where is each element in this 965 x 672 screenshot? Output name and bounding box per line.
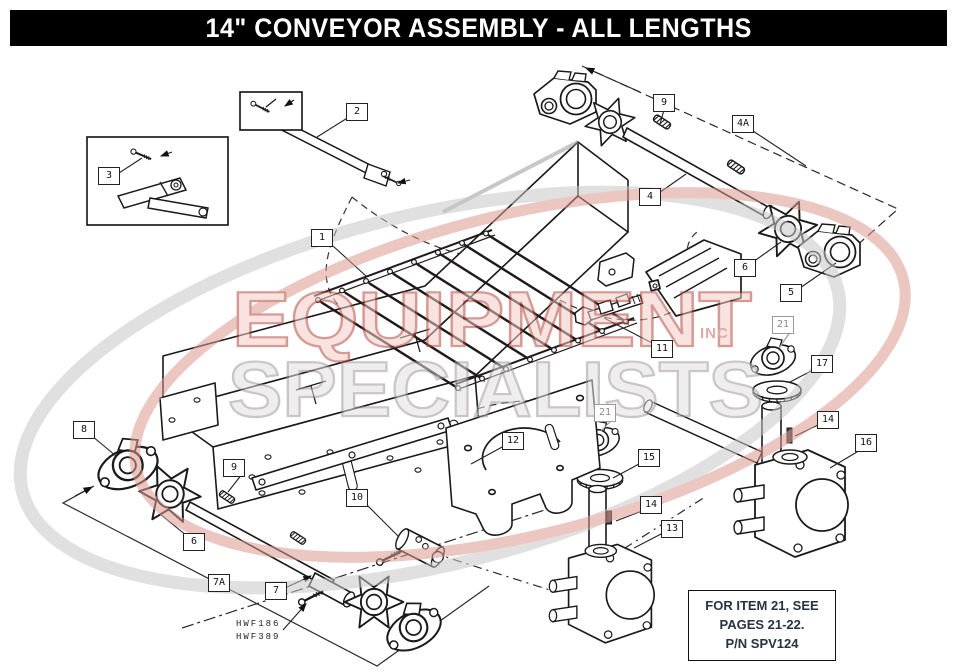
callout-21-22: 21 bbox=[772, 316, 794, 334]
pillow-bearing-upper bbox=[533, 70, 597, 125]
spring-pin-4a bbox=[725, 158, 747, 176]
part-number-hwf186: HWF186 bbox=[236, 619, 281, 629]
callout-9-12: 9 bbox=[223, 459, 245, 477]
callout-10-13: 10 bbox=[346, 489, 368, 507]
callout-2-1: 2 bbox=[346, 103, 368, 121]
note-line-3: P/N SPV124 bbox=[725, 635, 799, 651]
callout-4-3: 4 bbox=[639, 188, 661, 206]
callout-17-21: 17 bbox=[811, 355, 833, 373]
callout-16-20: 16 bbox=[855, 434, 877, 452]
callout-7a-9: 7A bbox=[208, 574, 230, 592]
mount-bracket-12 bbox=[251, 379, 601, 536]
flight-chain-assembly bbox=[313, 229, 638, 392]
bolt-assembly-item11 bbox=[574, 293, 644, 326]
page-title: 14" CONVEYOR ASSEMBLY - ALL LENGTHS bbox=[205, 12, 752, 43]
note-line-2: PAGES 21-22. bbox=[719, 617, 805, 633]
callout-11-14: 11 bbox=[651, 340, 673, 358]
gearbox-16 bbox=[733, 449, 849, 558]
callout-4a-4: 4A bbox=[732, 115, 754, 133]
callout-13-16: 13 bbox=[661, 520, 683, 538]
callout-6-7: 6 bbox=[183, 533, 205, 551]
gearbox-13 bbox=[548, 543, 655, 644]
callout-9-11: 9 bbox=[653, 94, 675, 112]
discharge-wedge bbox=[597, 239, 742, 317]
inset-detail-item2 bbox=[239, 91, 303, 131]
callout-7-8: 7 bbox=[265, 582, 287, 600]
callout-1-0: 1 bbox=[311, 229, 333, 247]
note-line-1: FOR ITEM 21, SEE bbox=[705, 598, 819, 614]
callout-14-18: 14 bbox=[640, 496, 662, 514]
spring-pin-7-mid bbox=[288, 530, 308, 546]
callout-21-23: 21 bbox=[594, 404, 616, 422]
watermark-oval-gray bbox=[13, 185, 847, 595]
callout-15-19: 15 bbox=[638, 449, 660, 467]
watermark-text-equipment: EQUIPMENT bbox=[232, 275, 752, 363]
watermark-text-specialists: SPECIALISTS bbox=[228, 345, 763, 433]
callout-14-17: 14 bbox=[817, 411, 839, 429]
watermark-text-inc: INC. bbox=[700, 325, 734, 342]
callout-8-10: 8 bbox=[73, 421, 95, 439]
part-number-labels: HWF186 HWF389 bbox=[236, 618, 280, 644]
callout-5-5: 5 bbox=[780, 284, 802, 302]
callout-6-6: 6 bbox=[734, 259, 756, 277]
callout-3-2: 3 bbox=[98, 167, 120, 185]
watermark-oval-red bbox=[129, 187, 911, 563]
callout-12-15: 12 bbox=[502, 432, 524, 450]
title-bar: 14" CONVEYOR ASSEMBLY - ALL LENGTHS bbox=[10, 10, 947, 46]
note-box: FOR ITEM 21, SEE PAGES 21-22. P/N SPV124 bbox=[688, 590, 836, 661]
part-number-hwf389: HWF389 bbox=[236, 632, 281, 643]
